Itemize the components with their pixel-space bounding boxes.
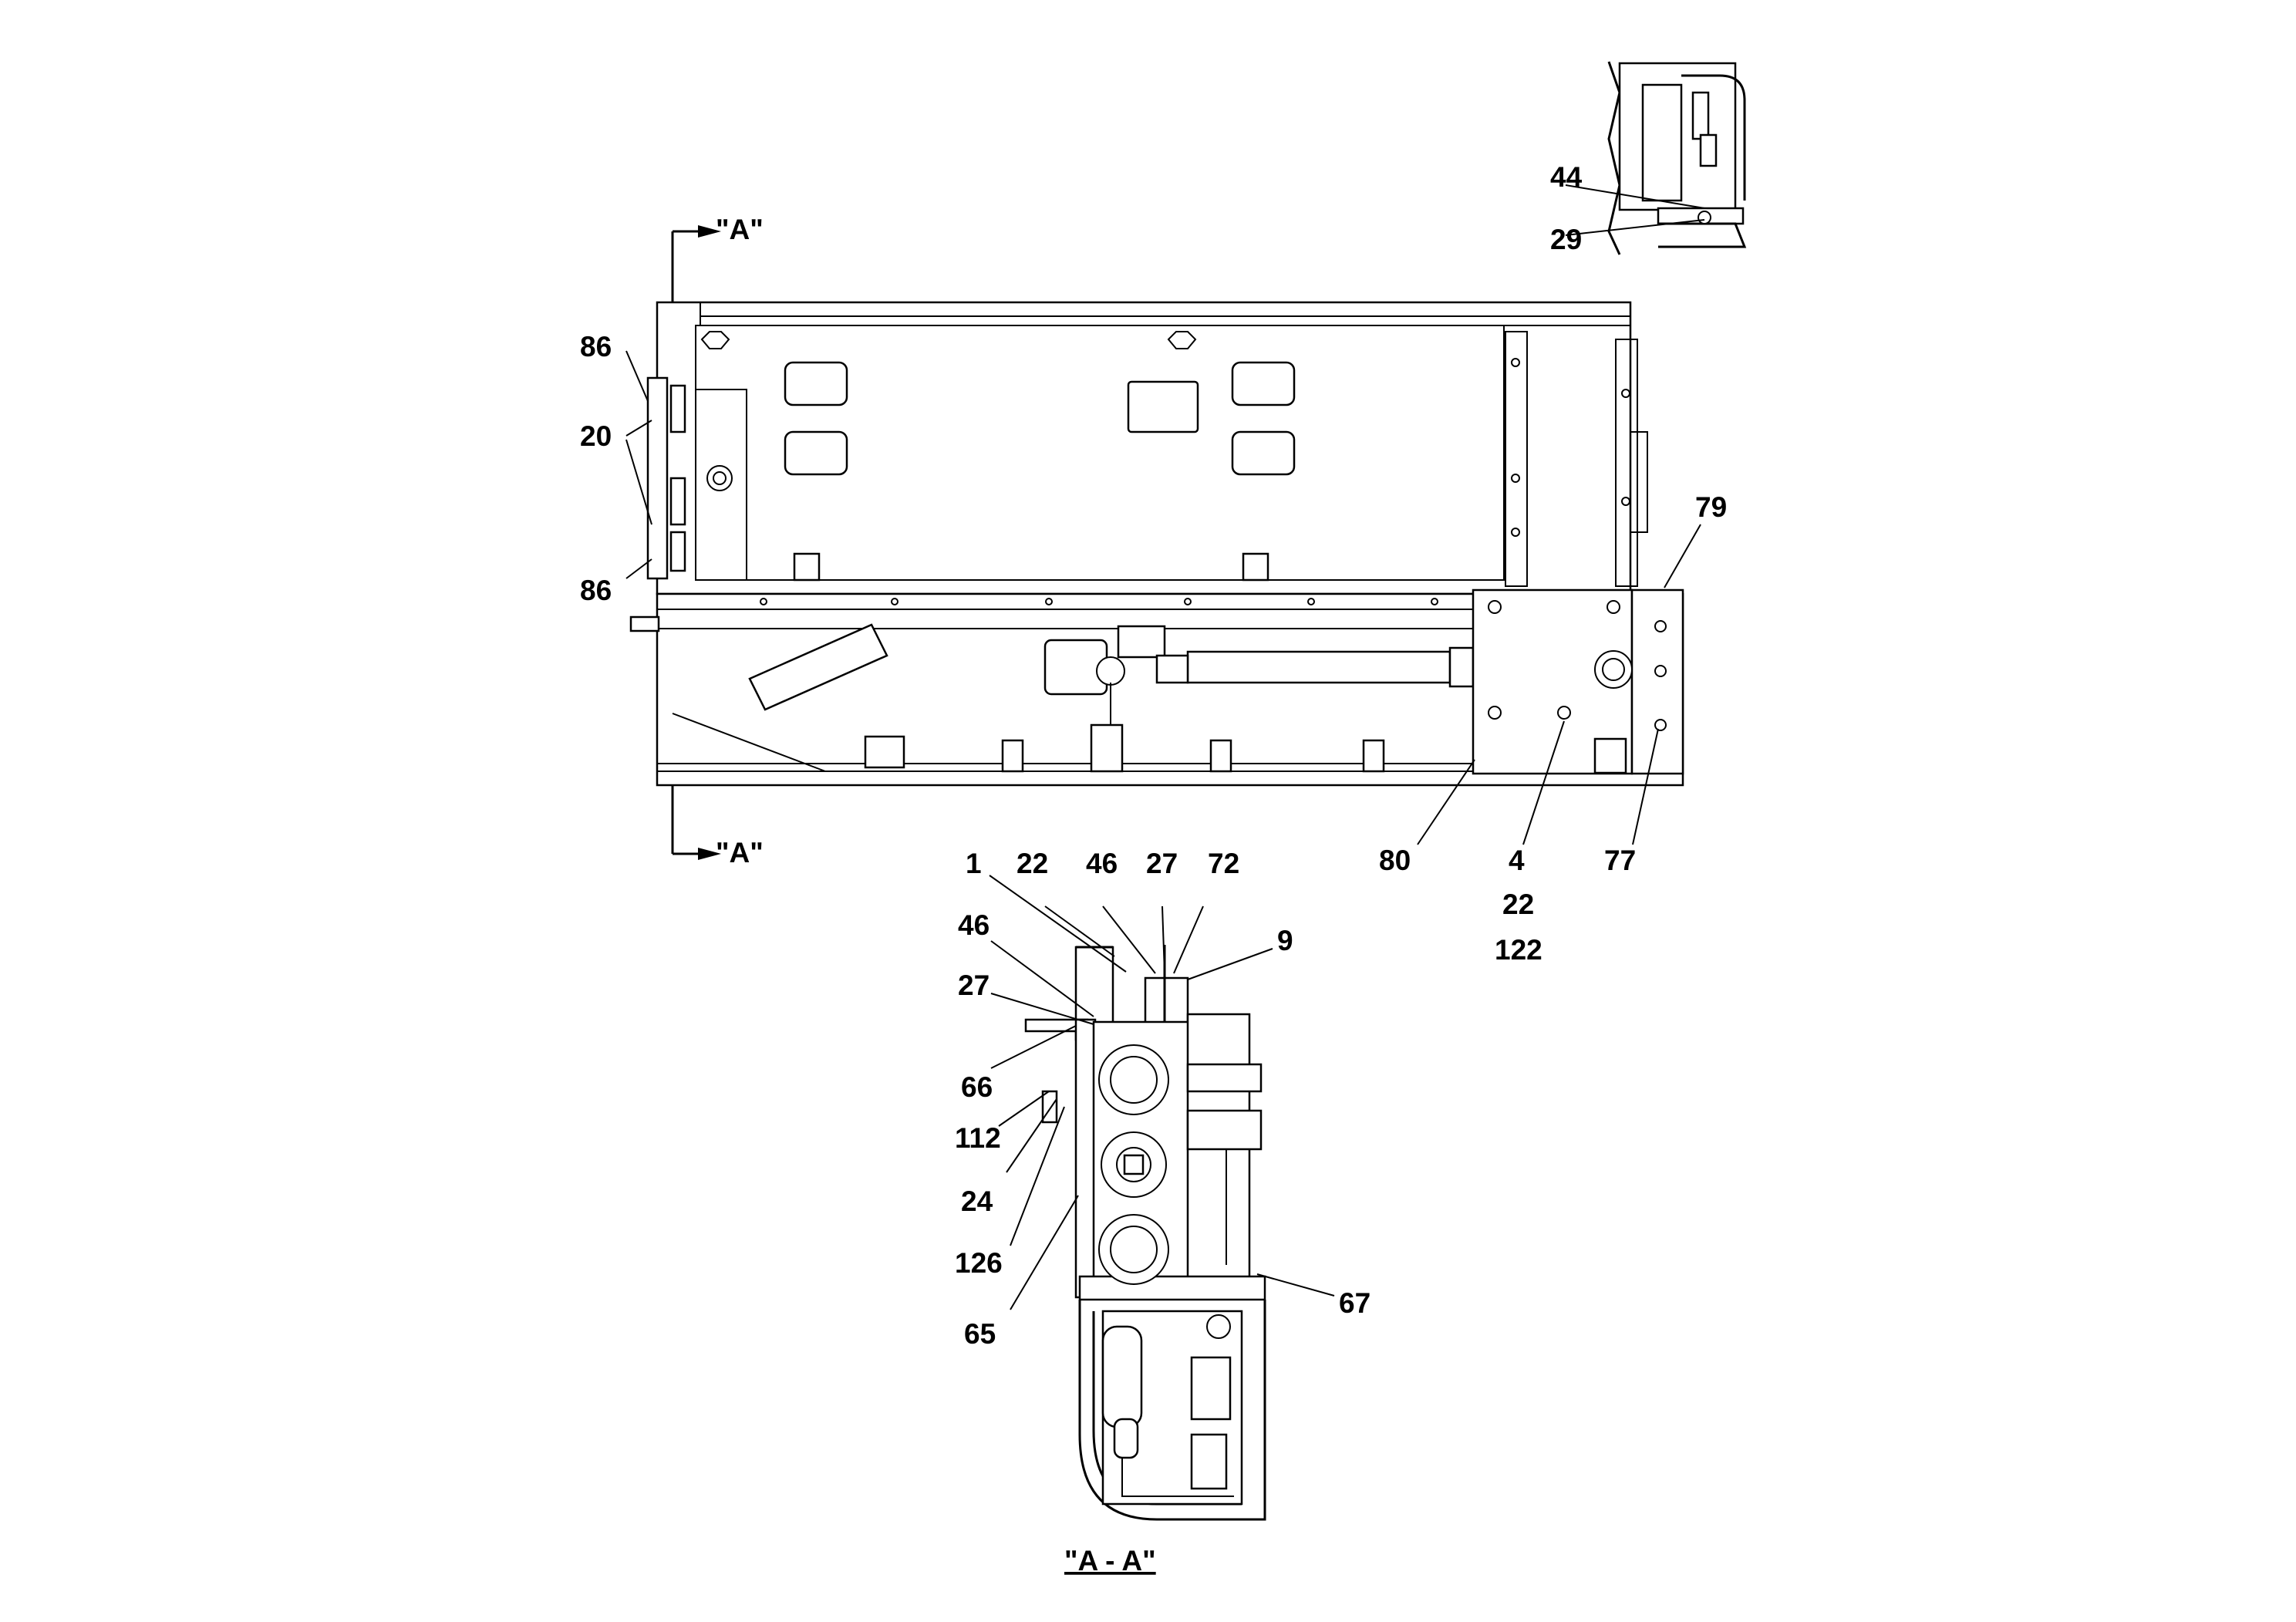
callout-46-top: 46 [1086, 848, 1118, 879]
callout-22-right: 22 [1502, 889, 1534, 920]
callout-22-section: 22 [1017, 848, 1048, 879]
main-elevation-view [629, 225, 1684, 860]
section-title: "A - A" [1064, 1545, 1156, 1576]
callout-29: 29 [1550, 224, 1582, 255]
callout-86-top: 86 [580, 331, 612, 363]
callout-80: 80 [1379, 845, 1411, 876]
callout-122: 122 [1495, 934, 1542, 966]
callout-126: 126 [955, 1247, 1003, 1279]
callout-65: 65 [964, 1318, 996, 1350]
callout-112: 112 [955, 1122, 1001, 1154]
callout-24: 24 [961, 1185, 993, 1217]
callout-44: 44 [1550, 161, 1583, 193]
callout-27-top: 27 [1146, 848, 1178, 879]
callout-72: 72 [1208, 848, 1239, 879]
callout-46-left: 46 [958, 909, 990, 941]
plate-79 [1630, 588, 1684, 775]
callout-4: 4 [1509, 845, 1525, 876]
section-arrow-bottom [698, 848, 721, 860]
callout-9: 9 [1277, 925, 1293, 956]
callout-20: 20 [580, 420, 612, 452]
section-a-a-view [1024, 945, 1266, 1521]
leader-lines [625, 184, 1705, 1310]
callout-79: 79 [1695, 491, 1727, 523]
callout-66: 66 [961, 1071, 993, 1103]
callout-67: 67 [1339, 1287, 1371, 1319]
detail-view [1607, 61, 1747, 255]
callout-77: 77 [1604, 845, 1636, 876]
callout-27-left: 27 [958, 969, 990, 1001]
section-marker-top: "A" [716, 214, 764, 245]
callout-86-bottom: 86 [580, 575, 612, 606]
section-arrow-top [698, 225, 721, 238]
section-marker-bottom: "A" [716, 837, 764, 868]
callout-1: 1 [966, 848, 982, 879]
